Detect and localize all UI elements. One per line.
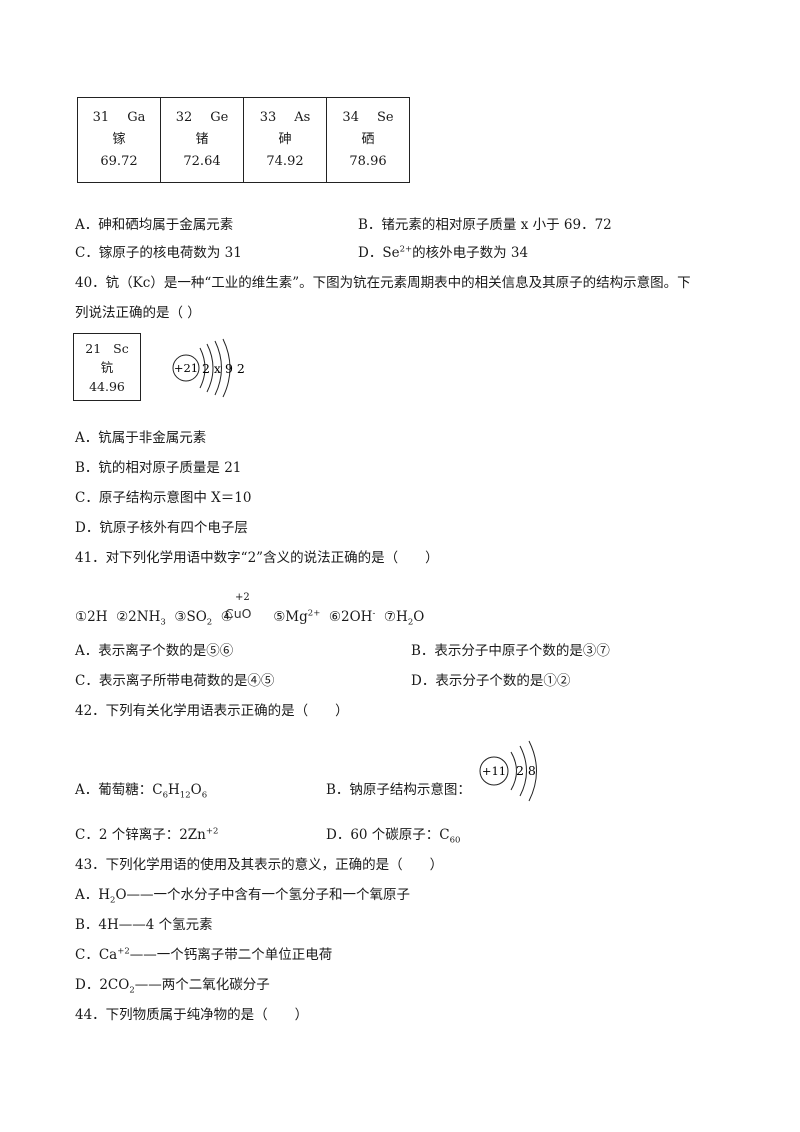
q40-option-b: B．钪的相对原子质量是 21 xyxy=(75,460,242,476)
nucleus-circle xyxy=(172,354,200,382)
cuo-formula: CuO xyxy=(225,606,252,621)
atomic-number: 31 xyxy=(92,110,110,125)
element-cell-ga: 31 Ga 镓 69.72 xyxy=(78,98,161,182)
atomic-number: 32 xyxy=(175,110,193,125)
sodium-atom-diagram: +11 2 8 xyxy=(479,740,537,802)
q42-option-b: B．钠原子结构示意图： xyxy=(326,782,471,798)
q42-option-a: A．葡萄糖：C6H12O6 xyxy=(75,782,208,801)
nucleus-charge: +21 xyxy=(174,361,198,375)
element-name: 锗 xyxy=(195,132,209,147)
q41-formula-list: ①2H ②2NH3 ③SO2 ④ ⑤Mg2+ ⑥2OH- ⑦H2O xyxy=(75,608,425,628)
atomic-mass: 72.64 xyxy=(183,154,221,169)
q40-stem-line1: 40．钪（Kc）是一种“工业的维生素”。下图为钪在元素周期表中的相关信息及其原子… xyxy=(75,275,691,291)
q40-option-d: D．钪原子核外有四个电子层 xyxy=(75,520,248,536)
q41-option-b: B．表示分子中原子个数的是③⑦ xyxy=(411,643,610,659)
element-cell-se: 34 Se 硒 78.96 xyxy=(327,98,409,182)
q40-stem-line2: 列说法正确的是（ ） xyxy=(75,305,201,321)
q41-option-a: A．表示离子个数的是⑤⑥ xyxy=(75,643,234,659)
electron-shells: 2 x 9 2 xyxy=(202,361,245,376)
element-symbol: Ga xyxy=(127,110,146,125)
element-cell-as: 33 As 砷 74.92 xyxy=(244,98,327,182)
q42-stem: 42．下列有关化学用语表示正确的是（ ） xyxy=(75,703,349,719)
element-name: 镓 xyxy=(112,132,126,147)
electron-shells: 2 8 xyxy=(516,763,536,778)
element-symbol: Ge xyxy=(210,110,229,125)
cuo-with-valence: +2 CuO xyxy=(225,592,252,622)
atomic-mass: 69.72 xyxy=(100,154,138,169)
q43-option-d: D．2CO2——两个二氧化碳分子 xyxy=(75,977,270,996)
q43-option-c: C．Ca+2——一个钙离子带二个单位正电荷 xyxy=(75,946,333,963)
q43-stem: 43．下列化学用语的使用及其表示的意义，正确的是（ ） xyxy=(75,857,444,873)
q40-option-c: C．原子结构示意图中 X＝10 xyxy=(75,490,252,506)
atomic-mass: 78.96 xyxy=(349,154,387,169)
element-name: 硒 xyxy=(361,132,375,147)
atomic-mass: 74.92 xyxy=(266,154,304,169)
q40-option-a: A．钪属于非金属元素 xyxy=(75,430,207,446)
q43-option-b: B．4H——4 个氢元素 xyxy=(75,917,213,933)
q43-option-a: A．H2O——一个水分子中含有一个氢分子和一个氧原子 xyxy=(75,887,411,906)
q41-option-c: C．表示离子所带电荷数的是④⑤ xyxy=(75,673,275,689)
valence-mark: +2 xyxy=(235,592,250,603)
q39-option-b: B．锗元素的相对原子质量 x 小于 69．72 xyxy=(358,217,612,233)
atomic-number: 33 xyxy=(259,110,277,125)
q44-stem: 44．下列物质属于纯净物的是（ ） xyxy=(75,1007,309,1023)
element-symbol: As xyxy=(294,110,311,125)
scandium-atom-diagram: +21 2 x 9 2 xyxy=(172,338,245,398)
q42-option-d: D．60 个碳原子：C60 xyxy=(326,827,461,846)
q39-option-d: D．Se2+的核外电子数为 34 xyxy=(358,244,529,261)
atomic-number: 34 xyxy=(342,110,359,125)
nucleus-charge: +11 xyxy=(482,764,506,778)
element-cell-ge: 32 Ge 锗 72.64 xyxy=(161,98,244,182)
element-name: 砷 xyxy=(278,132,292,147)
q42-option-c: C．2 个锌离子：2Zn+2 xyxy=(75,826,219,843)
q41-stem: 41．对下列化学用语中数字“2”含义的说法正确的是（ ） xyxy=(75,550,439,566)
q39-option-c: C．镓原子的核电荷数为 31 xyxy=(75,245,242,261)
q41-option-d: D．表示分子个数的是①② xyxy=(411,673,571,689)
element-symbol: Se xyxy=(376,110,394,125)
q39-option-a: A．砷和硒均属于金属元素 xyxy=(75,217,234,233)
nucleus-circle xyxy=(479,756,509,786)
element-table: 31 Ga 镓 69.72 32 Ge 锗 72.64 33 As 砷 74.92 3… xyxy=(77,97,410,183)
